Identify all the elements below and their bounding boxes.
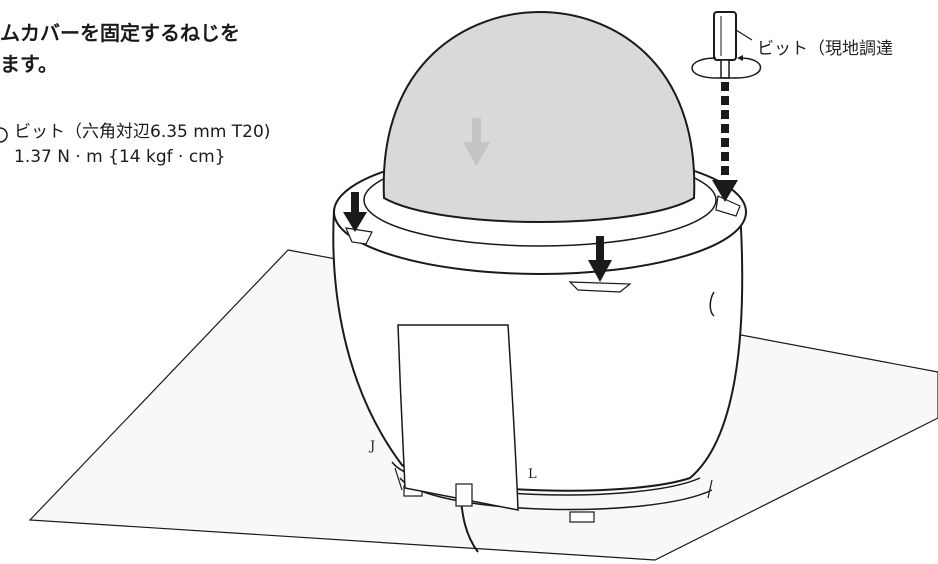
heading-line-1: ムカバーを固定するねじを bbox=[0, 21, 240, 45]
bit-specification: ビット（六角対辺6.35 mm T20) 1.37 N · m {14 kgf … bbox=[14, 120, 270, 170]
camera-body: J L bbox=[332, 209, 744, 553]
bit-spec-marker-icon bbox=[0, 127, 8, 143]
screw-position-arrow-front bbox=[588, 236, 612, 282]
dome-cover bbox=[382, 10, 696, 223]
step-instruction-heading: ムカバーを固定するねじを ます。 bbox=[0, 18, 240, 80]
tightening-torque-text: 1.37 N · m {14 kgf · cm} bbox=[14, 147, 226, 167]
svg-text:J: J bbox=[368, 439, 375, 454]
bit-size-text: ビット（六角対辺6.35 mm T20) bbox=[14, 122, 271, 142]
callout-leader-line bbox=[735, 29, 753, 41]
screwdriver-bit-icon bbox=[691, 11, 762, 202]
bit-callout-label: ビット（現地調達 bbox=[757, 39, 893, 59]
screw-position-arrow-left bbox=[343, 192, 367, 232]
svg-text:L: L bbox=[528, 467, 537, 482]
ghost-down-arrow bbox=[463, 118, 490, 166]
heading-line-2: ます。 bbox=[0, 52, 58, 76]
